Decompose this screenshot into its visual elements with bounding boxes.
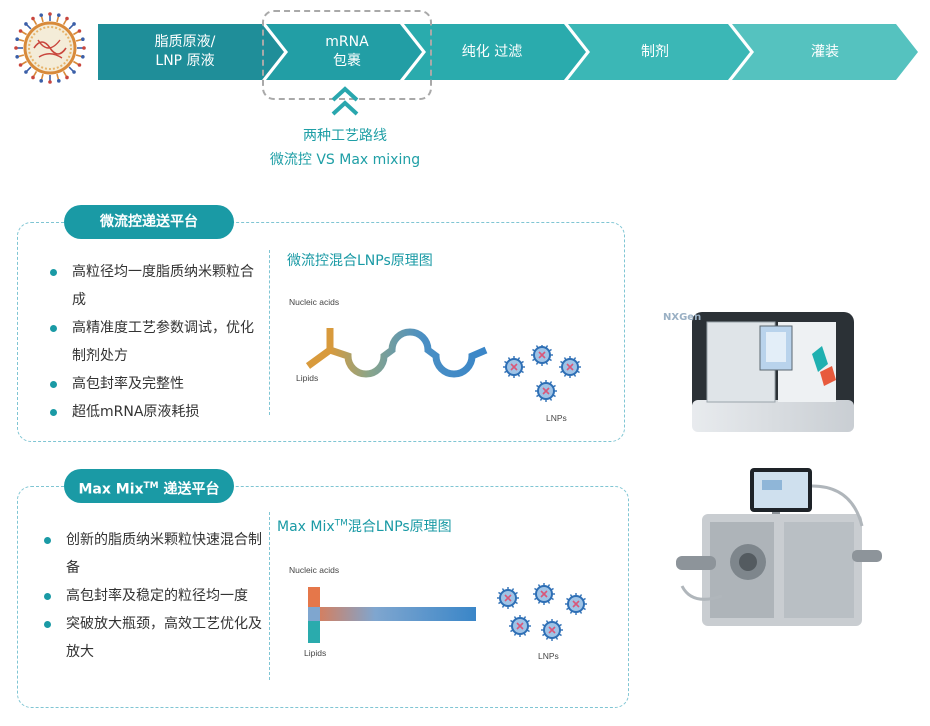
step-lipid-stock-chevron bbox=[98, 24, 284, 80]
maxmix-instrument-image bbox=[676, 468, 882, 626]
maxmix-diagram-title: Max MixTM混合LNPs原理图 bbox=[277, 516, 452, 536]
label-nucleic-acids: Nucleic acids bbox=[289, 297, 340, 307]
lnp-dot-icon bbox=[533, 583, 555, 605]
highlight-box bbox=[262, 10, 432, 100]
step-mrna-encapsulation-chevron bbox=[266, 24, 422, 80]
process-note-line1: 两种工艺路线 bbox=[303, 128, 387, 144]
maxmix-panel bbox=[17, 486, 629, 708]
process-note: 两种工艺路线 微流控 VS Max mixing bbox=[245, 124, 445, 172]
step-purification-chevron bbox=[404, 24, 586, 80]
instrument-brand-label: NXGen bbox=[663, 312, 702, 323]
label-lnps: LNPs bbox=[546, 413, 567, 423]
label-nucleic-acids: Nucleic acids bbox=[289, 565, 340, 575]
step-label-formulation: 制剂 bbox=[641, 44, 669, 60]
lnp-dot-icon bbox=[531, 345, 553, 366]
microfluidics-instrument-image bbox=[692, 312, 854, 432]
label-lipids: Lipids bbox=[296, 373, 319, 383]
feature-item: 高包封率及稳定的粒径均一度 bbox=[40, 582, 266, 610]
lnp-dot-icon bbox=[497, 587, 519, 609]
feature-item: 创新的脂质纳米颗粒快速混合制备 bbox=[40, 526, 266, 582]
microfluidics-feature-list: 高粒径均一度脂质纳米颗粒合成 高精准度工艺参数调试，优化制剂处方 高包封率及完整… bbox=[46, 258, 266, 426]
feature-item: 超低mRNA原液耗损 bbox=[46, 398, 266, 426]
feature-item: 高包封率及完整性 bbox=[46, 370, 266, 398]
maxmix-diagram-title-main: Max Mix bbox=[277, 519, 335, 535]
step-filling-chevron bbox=[732, 24, 918, 80]
step-label-lipid-stock: 脂质原液/ LNP 原液 bbox=[154, 34, 216, 69]
process-note-line2: 微流控 VS Max mixing bbox=[269, 152, 421, 168]
double-chevron-up-icon bbox=[331, 86, 359, 116]
step-label-purification: 纯化 过滤 bbox=[461, 44, 523, 60]
feature-item: 突破放大瓶颈，高效工艺优化及放大 bbox=[40, 610, 266, 666]
lnp-dot-icon bbox=[565, 593, 587, 615]
step-label-filling: 灌装 bbox=[811, 44, 839, 60]
microfluidics-platform-title: 微流控递送平台 bbox=[64, 205, 234, 239]
lnp-dot-icon bbox=[541, 619, 563, 641]
lnp-cluster-2 bbox=[497, 583, 587, 641]
lnp-particle-icon bbox=[14, 12, 86, 84]
microfluidic-channel-diagram bbox=[305, 328, 488, 378]
maxmix-title-main: Max Mix bbox=[78, 481, 144, 498]
maxmix-feature-list: 创新的脂质纳米颗粒快速混合制备 高包封率及稳定的粒径均一度 突破放大瓶颈，高效工… bbox=[40, 526, 266, 666]
microfluidics-diagram-title: 微流控混合LNPs原理图 bbox=[287, 253, 433, 269]
microfluidics-panel bbox=[17, 222, 625, 442]
maxmix-platform-title: Max MixTM 递送平台 bbox=[64, 469, 234, 503]
lnp-cluster-1 bbox=[503, 345, 581, 402]
maxmix-diagram-title-tm: TM bbox=[334, 518, 348, 529]
lnp-dot-icon bbox=[535, 380, 557, 402]
feature-item: 高粒径均一度脂质纳米颗粒合成 bbox=[46, 258, 266, 314]
feature-item: 高精准度工艺参数调试，优化制剂处方 bbox=[46, 314, 266, 370]
maxmix-diagram-title-rest: 混合LNPs原理图 bbox=[347, 519, 452, 535]
t-junction-mixer-diagram bbox=[308, 587, 476, 643]
step-label-mrna-encapsulation: mRNA 包裹 bbox=[325, 34, 369, 69]
lnp-dot-icon bbox=[509, 615, 531, 637]
panel1-divider bbox=[269, 250, 270, 415]
lnp-dot-icon bbox=[503, 356, 525, 378]
label-lnps: LNPs bbox=[538, 651, 559, 661]
maxmix-title-rest: 递送平台 bbox=[158, 481, 220, 498]
step-formulation-chevron bbox=[568, 24, 750, 80]
label-lipids: Lipids bbox=[304, 648, 327, 658]
panel2-divider bbox=[269, 512, 270, 680]
lnp-dot-icon bbox=[559, 356, 581, 378]
maxmix-title-tm: TM bbox=[143, 481, 159, 491]
